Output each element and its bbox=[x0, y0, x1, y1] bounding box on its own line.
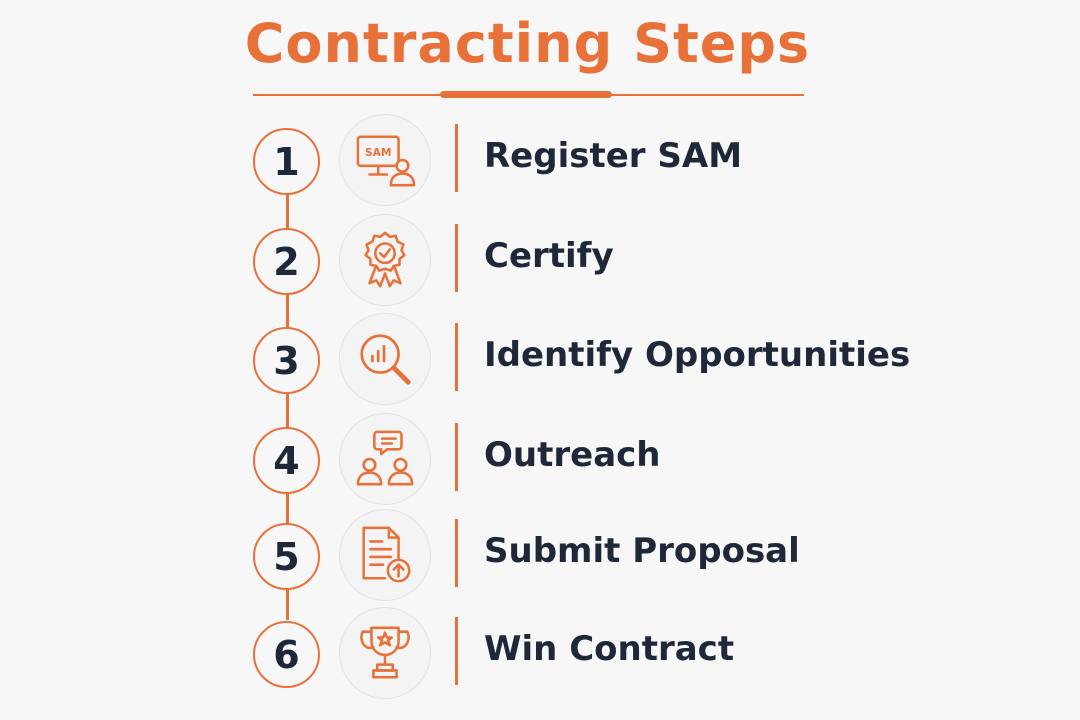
step-number: 1 bbox=[253, 128, 320, 195]
step-divider bbox=[455, 423, 458, 491]
step-divider bbox=[455, 323, 458, 391]
step-label: Register SAM bbox=[484, 136, 743, 176]
computer-user-icon: SAM bbox=[339, 114, 431, 206]
step-number: 3 bbox=[253, 327, 320, 394]
timeline-connector bbox=[286, 190, 289, 620]
step-label: Identify Opportunities bbox=[484, 335, 911, 375]
step-divider bbox=[455, 519, 458, 587]
icon-text: SAM bbox=[365, 146, 392, 159]
step-1: 1 SAM Register SAM bbox=[0, 114, 1080, 210]
step-divider bbox=[455, 617, 458, 685]
certificate-badge-icon bbox=[339, 214, 431, 306]
step-number: 2 bbox=[253, 228, 320, 295]
trophy-icon bbox=[339, 607, 431, 699]
step-divider bbox=[455, 224, 458, 292]
magnifier-chart-icon bbox=[339, 313, 431, 405]
page-title: Contracting Steps bbox=[244, 12, 811, 75]
step-4: 4 Outreach bbox=[0, 413, 1080, 509]
step-number: 4 bbox=[253, 427, 320, 494]
step-label: Win Contract bbox=[484, 629, 735, 669]
step-number: 6 bbox=[253, 621, 320, 688]
step-number: 5 bbox=[253, 523, 320, 590]
step-label: Certify bbox=[484, 236, 614, 276]
step-label: Outreach bbox=[484, 435, 661, 475]
step-label: Submit Proposal bbox=[484, 531, 800, 571]
document-upload-icon bbox=[339, 509, 431, 601]
step-6: 6 Win Contract bbox=[0, 607, 1080, 703]
step-divider bbox=[455, 124, 458, 192]
step-2: 2 Certify bbox=[0, 214, 1080, 310]
step-5: 5 Submit Proposal bbox=[0, 509, 1080, 605]
title-rule-accent bbox=[440, 91, 612, 98]
people-chat-icon bbox=[339, 413, 431, 505]
step-3: 3 Identify Opportunities bbox=[0, 313, 1080, 409]
